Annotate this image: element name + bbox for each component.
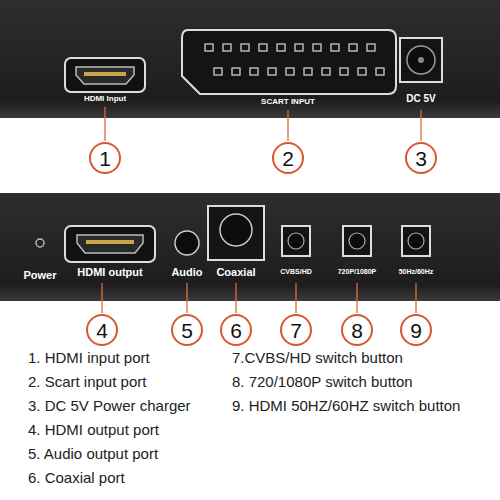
- legend-item-text: 7.CVBS/HD switch button: [232, 349, 403, 366]
- scart-pin: [250, 68, 258, 75]
- callout-number: 1: [99, 148, 111, 169]
- hdmi-input-port: [65, 58, 145, 92]
- leader-lines: [105, 107, 421, 141]
- scart-pin: [259, 44, 267, 51]
- legend-item-text: 1. HDMI input port: [28, 349, 150, 366]
- legend-item-text: 9. HDMI 50HZ/60HZ switch button: [232, 397, 460, 414]
- port-label: HDMI Input: [84, 94, 126, 103]
- callout-circle: 7: [280, 314, 312, 346]
- legend-item-text: 8. 720/1080P switch button: [232, 373, 413, 390]
- dc-power-port: [400, 38, 442, 82]
- audio-jack: [175, 231, 199, 255]
- port-label: Audio: [171, 266, 202, 279]
- callout-number: 7: [290, 320, 302, 341]
- legend-item-text: 2. Scart input port: [28, 373, 146, 390]
- callout-number: 3: [415, 148, 427, 169]
- switch-button: [282, 226, 310, 256]
- callout-number: 2: [282, 148, 294, 169]
- coaxial-port: [208, 206, 264, 260]
- callout-number: 9: [410, 320, 422, 341]
- switch-button: [343, 226, 371, 256]
- port-label: Coaxial: [216, 266, 255, 279]
- scart-pin: [304, 68, 312, 75]
- callout-number: 4: [96, 320, 108, 341]
- scart-pin: [232, 68, 240, 75]
- scart-pin: [205, 44, 213, 51]
- switch-button: [402, 226, 430, 256]
- legend-item-text: 6. Coaxial port: [28, 469, 125, 486]
- port-label: DC 5V: [406, 93, 435, 105]
- callout-circle: 8: [341, 314, 373, 346]
- bottom-panel: [0, 193, 500, 301]
- callout-circle: 1: [89, 142, 121, 174]
- scart-pin: [241, 44, 249, 51]
- scart-pin: [322, 68, 330, 75]
- scart-pin: [214, 68, 222, 75]
- scart-pins: [205, 44, 384, 75]
- legend-item-text: 3. DC 5V Power charger: [28, 397, 191, 414]
- legend-item-text: 5. Audio output port: [28, 445, 158, 462]
- leader-lines: [102, 283, 416, 313]
- callout-circle: 6: [220, 314, 252, 346]
- scart-pin: [223, 44, 231, 51]
- port-label: CVBS/HD: [280, 268, 312, 276]
- callout-number: 5: [181, 320, 193, 341]
- scart-pin: [295, 44, 303, 51]
- callout-circle: 4: [86, 314, 118, 346]
- scart-pin: [340, 68, 348, 75]
- callout-circle: 3: [405, 142, 437, 174]
- legend-item-text: 4. HDMI output port: [28, 421, 159, 438]
- scart-pin: [367, 44, 375, 51]
- port-label: SCART INPUT: [261, 97, 315, 106]
- scart-pin: [277, 44, 285, 51]
- port-label: HDMI output: [77, 266, 142, 279]
- scart-pin: [376, 68, 384, 75]
- hdmi-output-port: [65, 226, 155, 262]
- power-led: [36, 239, 44, 247]
- callout-number: 8: [351, 320, 363, 341]
- scart-pin: [286, 68, 294, 75]
- callout-circle: 5: [171, 314, 203, 346]
- port-label: Power: [23, 269, 56, 282]
- callout-circle: 2: [272, 142, 304, 174]
- scart-pin: [268, 68, 276, 75]
- callout-circle: 9: [400, 314, 432, 346]
- scart-pin: [331, 44, 339, 51]
- callout-number: 6: [230, 320, 242, 341]
- scart-pin: [313, 44, 321, 51]
- scart-input-port: [182, 30, 396, 94]
- top-panel: [0, 0, 500, 118]
- port-label: 720P/1080P: [338, 268, 377, 276]
- scart-pin: [358, 68, 366, 75]
- scart-pin: [349, 44, 357, 51]
- port-label: 50Hz/60Hz: [399, 268, 434, 276]
